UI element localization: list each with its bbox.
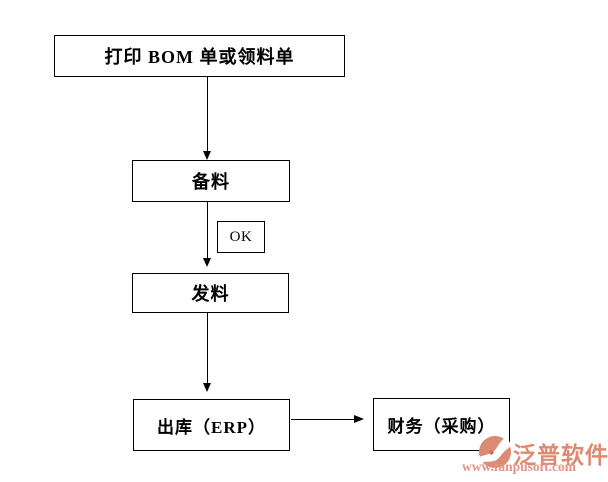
arrowhead-down-icon bbox=[203, 258, 211, 267]
flow-node-print-bom: 打印 BOM 单或领料单 bbox=[54, 35, 345, 77]
arrowhead-down-icon bbox=[203, 383, 211, 392]
flow-node-ok-condition: OK bbox=[217, 221, 265, 253]
flow-node-finance-purchase: 财务（采购） bbox=[373, 398, 510, 451]
fanpu-logo-icon bbox=[477, 435, 513, 469]
watermark-url-text: www.fanpusoft.com bbox=[462, 459, 577, 474]
flow-node-issue-material: 发料 bbox=[132, 273, 289, 313]
connector-issue-to-stockout-line bbox=[207, 313, 208, 384]
flow-node-stock-out-erp: 出库（ERP） bbox=[133, 399, 290, 451]
connector-stockout-to-finance-line bbox=[291, 419, 354, 420]
arrowhead-down-icon bbox=[203, 151, 211, 160]
flow-node-prepare-material: 备料 bbox=[132, 160, 290, 202]
connector-prepare-to-issue-line bbox=[207, 202, 208, 259]
flow-node-print-bom-label: 打印 BOM 单或领料单 bbox=[104, 47, 295, 67]
connector-print-to-prepare-line bbox=[207, 77, 208, 152]
flow-node-finance-purchase-label: 财务（采购） bbox=[387, 417, 496, 436]
watermark-brand-text: 泛普软件 bbox=[513, 443, 608, 468]
flow-node-ok-label: OK bbox=[229, 228, 253, 245]
flow-node-prepare-material-label: 备料 bbox=[192, 172, 230, 192]
flow-node-stock-out-erp-label: 出库（ERP） bbox=[157, 417, 266, 437]
flow-node-issue-material-label: 发料 bbox=[191, 284, 230, 304]
arrowhead-right-icon bbox=[354, 415, 364, 423]
